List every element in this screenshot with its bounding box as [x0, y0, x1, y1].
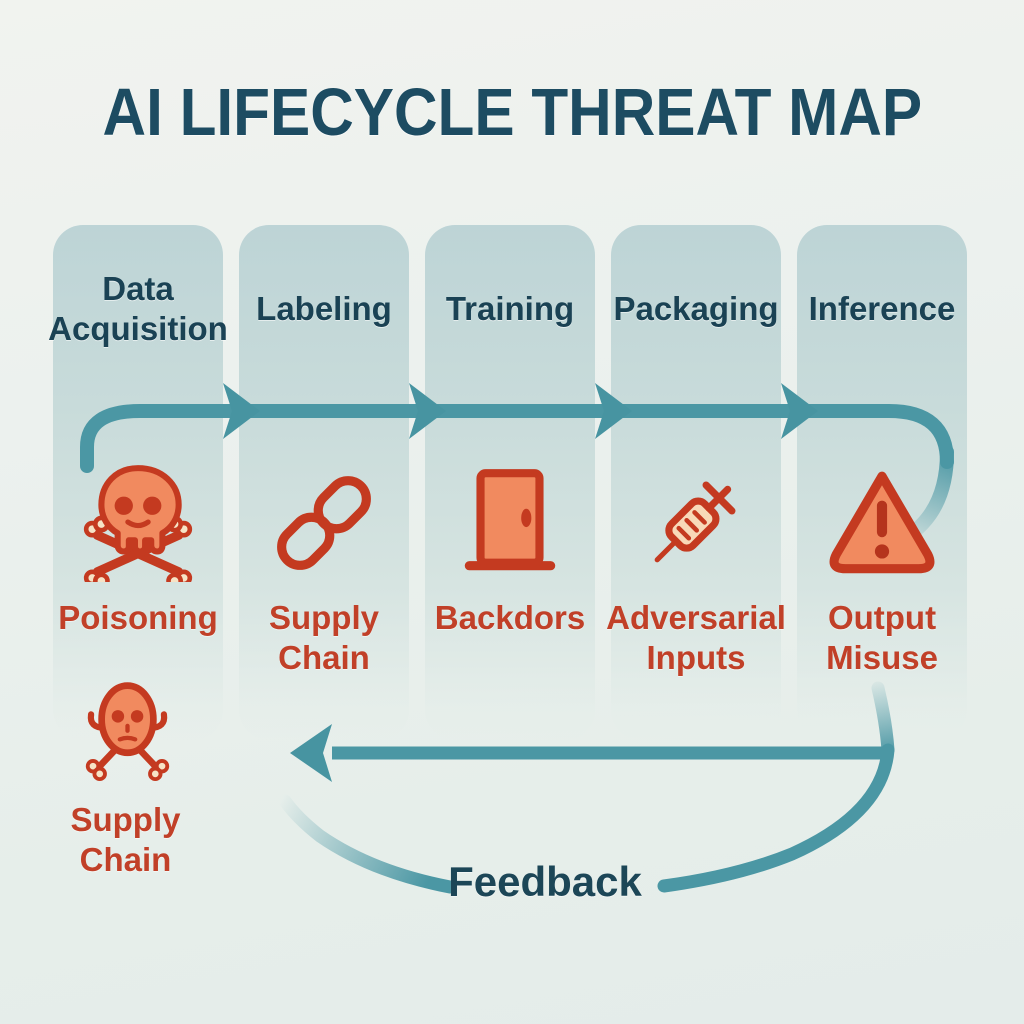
stage-label: Labeling: [256, 290, 392, 328]
syringe-icon: [654, 481, 736, 563]
door-icon: [464, 469, 556, 571]
threat-label-poisoning: Poisoning: [58, 599, 218, 636]
stage-column-packaging: Packaging: [611, 225, 781, 740]
feedback-label: Feedback: [448, 858, 642, 905]
threat-label-backdors: Backdors: [434, 599, 586, 636]
stage-label: Inference: [808, 290, 956, 328]
threat-label-adversarial-inputs: Adversarial Inputs: [606, 599, 786, 676]
stage-label: Training: [445, 290, 575, 328]
stage-label: Packaging: [613, 290, 779, 328]
skull-crossbones-icon: [83, 465, 193, 582]
threat-label-supply-chain: Supply Chain: [268, 599, 379, 676]
stage-label: Data Acquisition: [48, 270, 228, 347]
flow-arrowhead: [409, 383, 446, 439]
flow-arrowhead: [223, 383, 260, 439]
warning-triangle-icon: [829, 471, 935, 574]
flow-arrowhead: [781, 383, 818, 439]
feedback-loop-arrow: [278, 681, 895, 894]
threat-label-output-misuse: Output Misuse: [826, 599, 938, 676]
flow-arrowhead: [595, 383, 632, 439]
chain-link-icon: [277, 476, 371, 570]
feedback-arrowhead: [290, 724, 332, 782]
page-title-wrap: AI LIFECYCLE THREAT MAP: [0, 74, 1024, 151]
page-title: AI LIFECYCLE THREAT MAP: [102, 75, 922, 150]
threat-label-supply-chain-secondary: Supply Chain: [70, 801, 181, 878]
voodoo-skull-icon: [85, 682, 170, 782]
stage-column-labeling: Labeling: [239, 225, 409, 740]
